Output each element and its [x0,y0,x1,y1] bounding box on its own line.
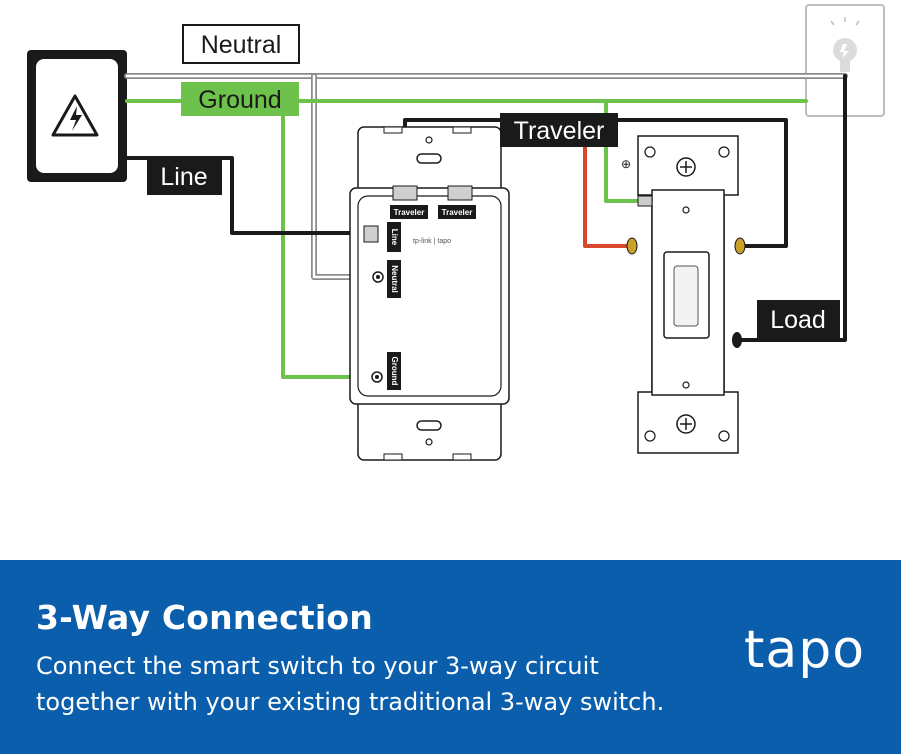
tapo-logo: tapo [744,620,866,680]
neutral-label: Neutral [182,24,300,64]
terminal-ground-label: Ground [390,357,399,386]
wiring-diagram: Traveler Traveler Line Neutral Ground tp… [27,4,885,461]
load-label: Load [757,300,840,338]
terminal-traveler-2-label: Traveler [442,208,473,217]
traveler-label: Traveler [500,113,618,147]
smart-switch-brand-mark: tp-link | tapo [413,238,451,245]
terminal-line-label: Line [390,229,399,246]
load-label-text: Load [770,306,826,334]
ground-label: Ground [181,82,299,116]
high-voltage-icon [51,94,99,137]
terminal-neutral-label: Neutral [390,265,399,293]
info-banner: 3-Way Connection Connect the smart switc… [0,560,901,754]
neutral-label-text: Neutral [201,31,282,59]
traveler-label-text: Traveler [514,117,605,145]
banner-title: 3-Way Connection [36,598,373,637]
power-source-box [27,50,127,182]
light-fixture [805,4,885,117]
banner-description-line-1: Connect the smart switch to your 3-way c… [36,652,599,680]
terminal-traveler-1-label: Traveler [394,208,425,217]
banner-description-line-2: together with your existing traditional … [36,688,665,716]
ground-label-text: Ground [198,86,281,114]
line-label: Line [147,157,222,195]
svg-text:⊕: ⊕ [621,157,631,171]
load-wire [737,74,847,342]
light-bulb-icon [830,17,860,72]
traditional-switch: ⊕ [621,135,746,454]
smart-switch: Traveler Traveler Line Neutral Ground tp… [349,126,510,461]
line-label-text: Line [160,163,207,191]
